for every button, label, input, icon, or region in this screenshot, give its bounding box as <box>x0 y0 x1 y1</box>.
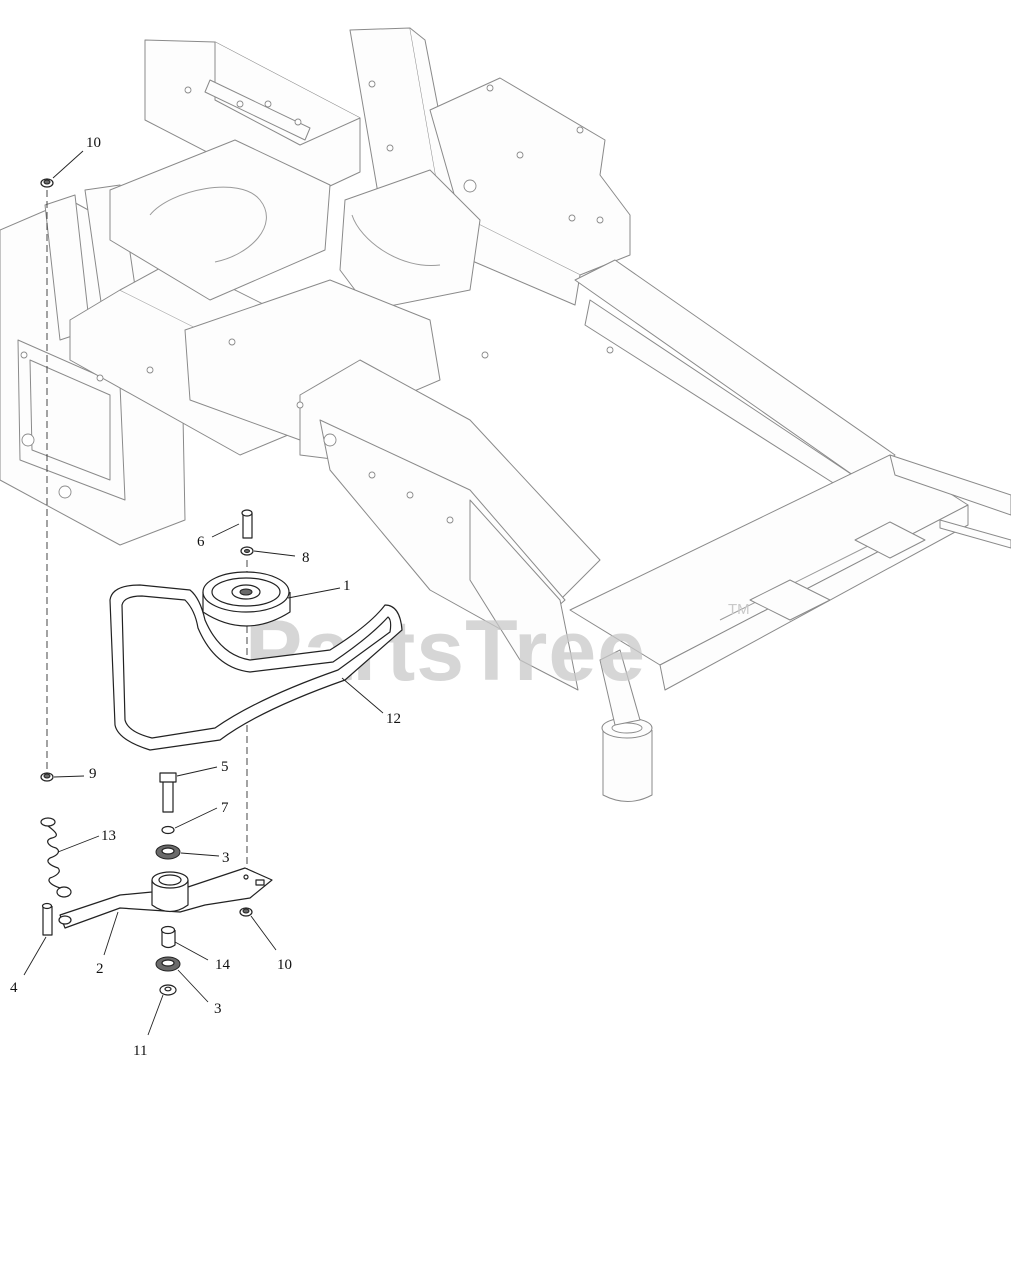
part-3-bearing-upper <box>155 844 181 860</box>
part-11-washer <box>159 984 177 996</box>
callout-1: 1 <box>343 578 351 594</box>
callout-7: 7 <box>221 800 229 816</box>
part-2-idler-arm <box>58 867 273 929</box>
callout-3-lower: 3 <box>214 1001 222 1017</box>
part-6-bolt <box>241 509 253 539</box>
callout-10-right: 10 <box>277 957 292 973</box>
callout-12: 12 <box>386 711 401 727</box>
watermark-trademark: TM <box>728 601 750 618</box>
leader-lines <box>23 150 384 1036</box>
part-13-spring <box>40 817 72 898</box>
mower-frame <box>0 27 1011 802</box>
part-12-belt <box>109 584 403 751</box>
callouts: 10 6 8 1 12 5 7 3 9 13 4 2 10 14 3 11 <box>10 135 401 1059</box>
part-9-nut <box>40 772 54 782</box>
part-4-pin <box>41 902 53 936</box>
callout-8: 8 <box>302 550 310 566</box>
part-3-bearing-lower <box>155 956 181 972</box>
callout-4: 4 <box>10 980 18 996</box>
callout-2: 2 <box>96 961 104 977</box>
callout-11: 11 <box>133 1043 147 1059</box>
part-8-washer <box>240 546 254 556</box>
callout-5: 5 <box>221 759 229 775</box>
callout-9: 9 <box>89 766 97 782</box>
part-10-top-nut <box>40 178 54 188</box>
callout-6: 6 <box>197 534 205 550</box>
callout-14: 14 <box>215 957 231 973</box>
callout-13: 13 <box>101 828 116 844</box>
part-10-right-nut <box>239 907 253 917</box>
callout-10-top: 10 <box>86 135 101 151</box>
part-14-spacer <box>160 925 176 949</box>
part-1-idler-pulley <box>202 571 291 627</box>
callout-3-upper: 3 <box>222 850 230 866</box>
part-5-bolt <box>159 772 177 813</box>
part-7-washer <box>161 825 175 835</box>
